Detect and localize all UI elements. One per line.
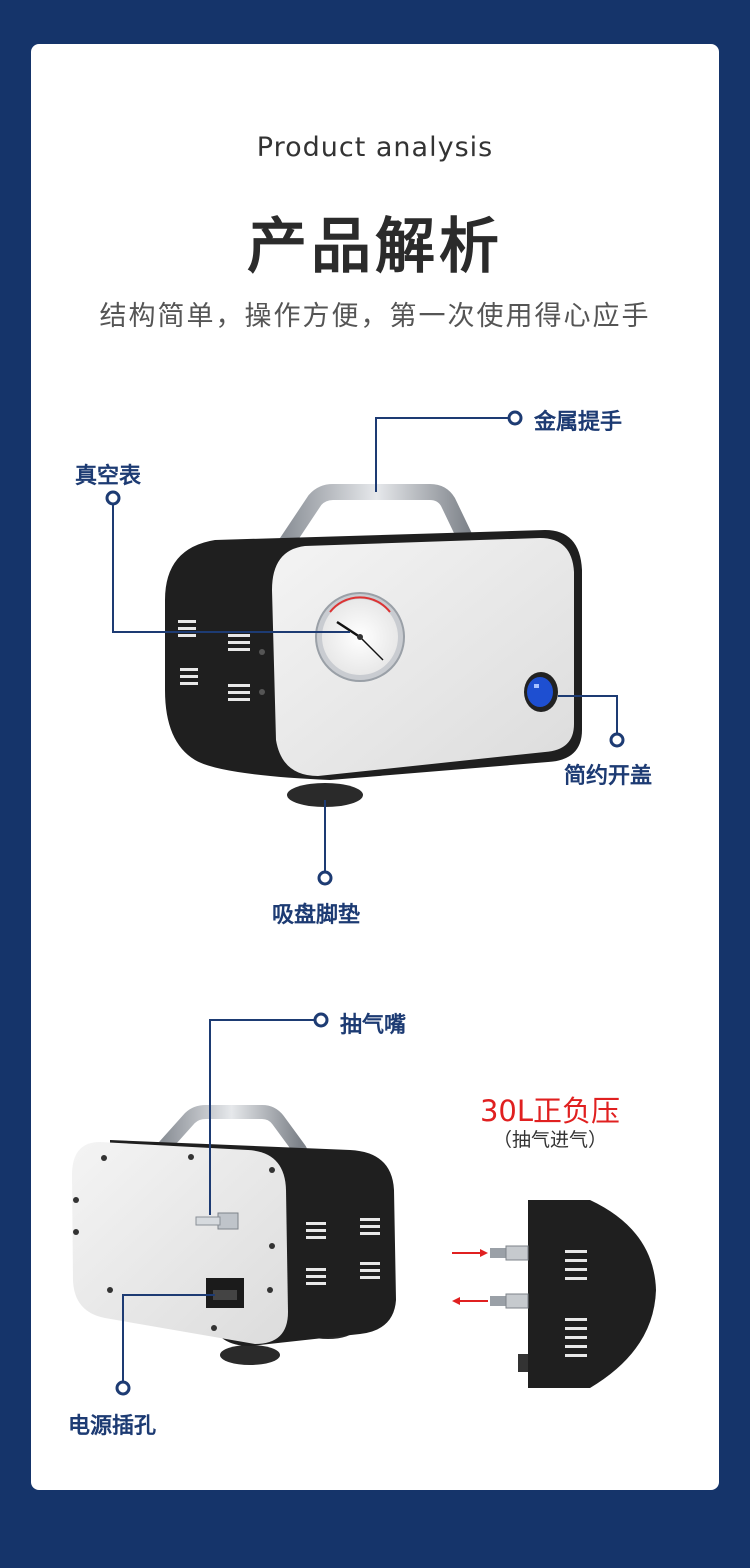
section-subtitle: 结构简单，操作方便，第一次使用得心应手	[99, 301, 651, 332]
side-closeup	[452, 1200, 656, 1388]
label-metal-handle: 金属提手	[534, 410, 623, 435]
section-title-en: Product analysis	[256, 132, 494, 163]
callout-line-switch	[558, 695, 618, 738]
power-switch	[524, 672, 558, 712]
callout-line-handle	[375, 417, 510, 492]
label-power-socket: 电源插孔	[68, 1414, 157, 1439]
callout-dot	[105, 490, 121, 506]
power-socket	[206, 1278, 244, 1308]
callout-dot	[507, 410, 523, 426]
air-nozzle	[195, 1212, 239, 1230]
callout-dot	[313, 1012, 329, 1028]
label-suction-feet: 吸盘脚垫	[272, 903, 361, 928]
callout-dot	[609, 732, 625, 748]
vent-slots	[178, 620, 250, 701]
callout-line-gauge	[112, 500, 350, 633]
suction-foot	[287, 783, 363, 807]
label-vacuum-gauge: 真空表	[75, 464, 142, 489]
vacuum-gauge	[315, 592, 405, 682]
feature-subtitle: （抽气进气）	[492, 1129, 607, 1151]
metal-handle	[275, 484, 478, 556]
callout-dot	[317, 870, 333, 886]
callout-line-power	[122, 1294, 215, 1382]
front-panel	[272, 538, 574, 776]
feature-title: 30L正负压	[479, 1094, 621, 1128]
section-title-cn: 产品解析	[247, 212, 503, 282]
callout-line-nozzle	[209, 1019, 316, 1215]
rear-panel	[72, 1142, 288, 1344]
nozzle-connector	[490, 1245, 529, 1261]
callout-dot	[115, 1380, 131, 1396]
metal-handle	[156, 1105, 307, 1157]
pump-front-view	[165, 484, 582, 807]
label-switch-cover: 简约开盖	[564, 764, 653, 789]
nozzle-connector	[490, 1293, 529, 1309]
pump-rear-view	[72, 1105, 396, 1365]
label-air-nozzle: 抽气嘴	[340, 1013, 407, 1038]
